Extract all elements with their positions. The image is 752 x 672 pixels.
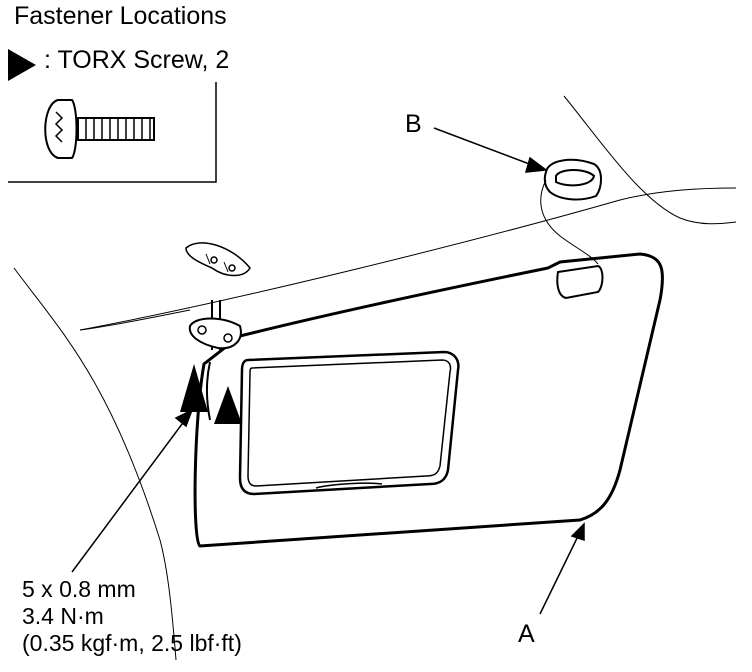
- torx-screw-icon: [44, 99, 155, 159]
- screw-location-marker: [214, 386, 242, 424]
- callout-a: A: [518, 620, 535, 648]
- torque-value: 3.4 N·m: [22, 603, 104, 629]
- screw-size: 5 x 0.8 mm: [22, 576, 136, 602]
- callout-b: B: [405, 110, 422, 138]
- torque-spec: 5 x 0.8 mm 3.4 N·m (0.35 kgf·m, 2.5 lbf·…: [22, 576, 242, 657]
- sun-visor-panel: [188, 252, 664, 548]
- legend-box: [8, 82, 217, 183]
- pivot-bracket: [185, 242, 251, 277]
- screw-location-marker: [180, 364, 208, 412]
- legend-label: : TORX Screw, 2: [44, 46, 230, 74]
- clip-route-line: [540, 179, 599, 265]
- body-outline: [13, 95, 737, 661]
- leader-lines: [71, 127, 585, 615]
- retaining-clip: [543, 158, 602, 201]
- legend-triangle-icon: [8, 49, 36, 81]
- diagram-title: Fastener Locations: [14, 2, 227, 30]
- torque-alt-units: (0.35 kgf·m, 2.5 lbf·ft): [22, 630, 242, 656]
